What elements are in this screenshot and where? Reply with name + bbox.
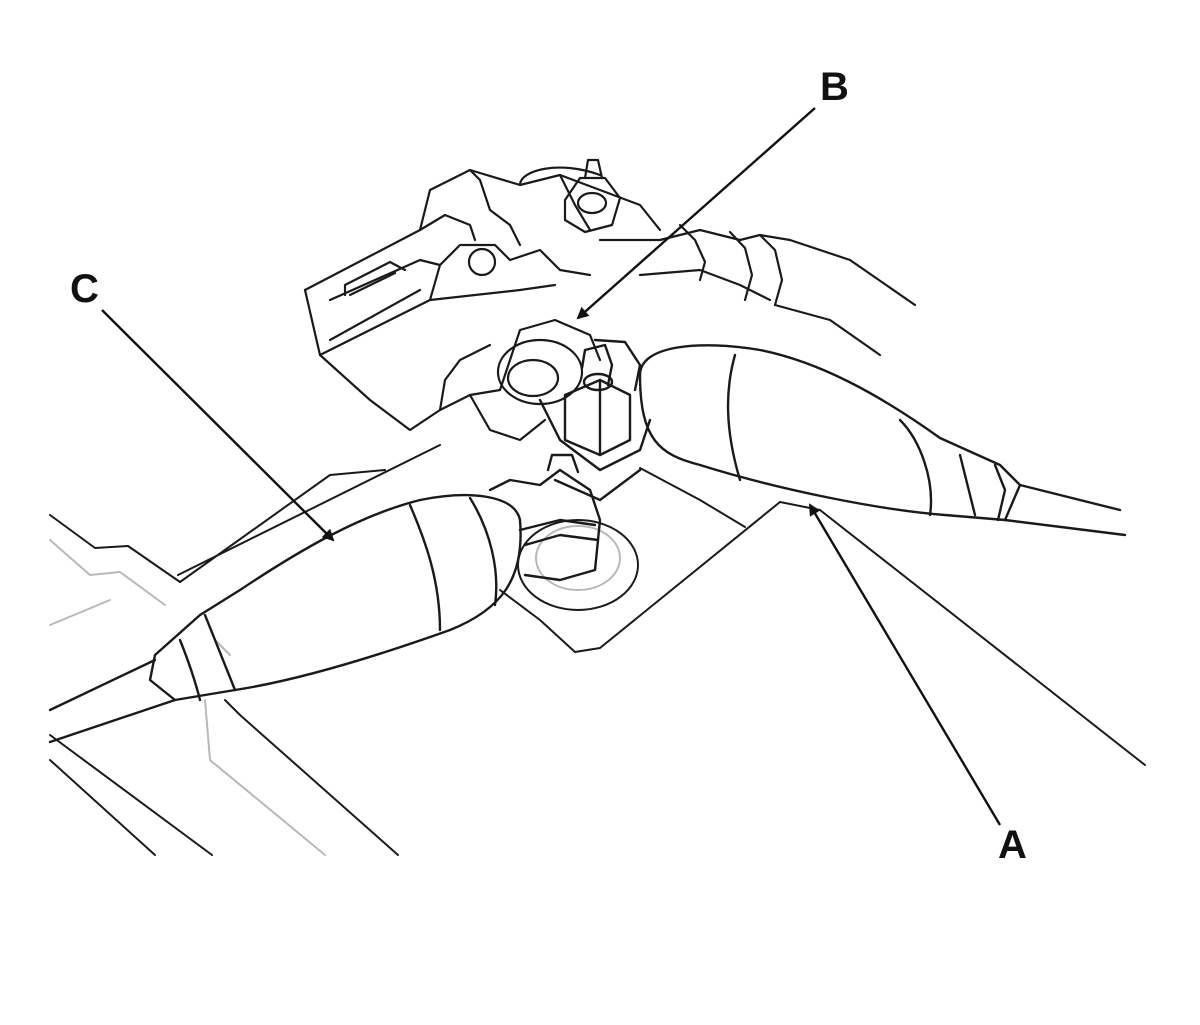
- callout-b: B: [576, 65, 849, 320]
- callout-a: A: [808, 503, 1027, 867]
- negative-cable: [48, 453, 602, 744]
- callout-c: C: [70, 267, 335, 542]
- leader-line-a: [808, 503, 1002, 826]
- callout-label-c: C: [70, 267, 99, 311]
- positive-terminal-cover: [303, 158, 917, 442]
- callout-label-b: B: [820, 65, 849, 109]
- leader-line-b: [576, 107, 816, 320]
- callout-label-a: A: [998, 823, 1027, 867]
- leader-line-c: [101, 309, 335, 542]
- positive-cable: [538, 338, 1127, 537]
